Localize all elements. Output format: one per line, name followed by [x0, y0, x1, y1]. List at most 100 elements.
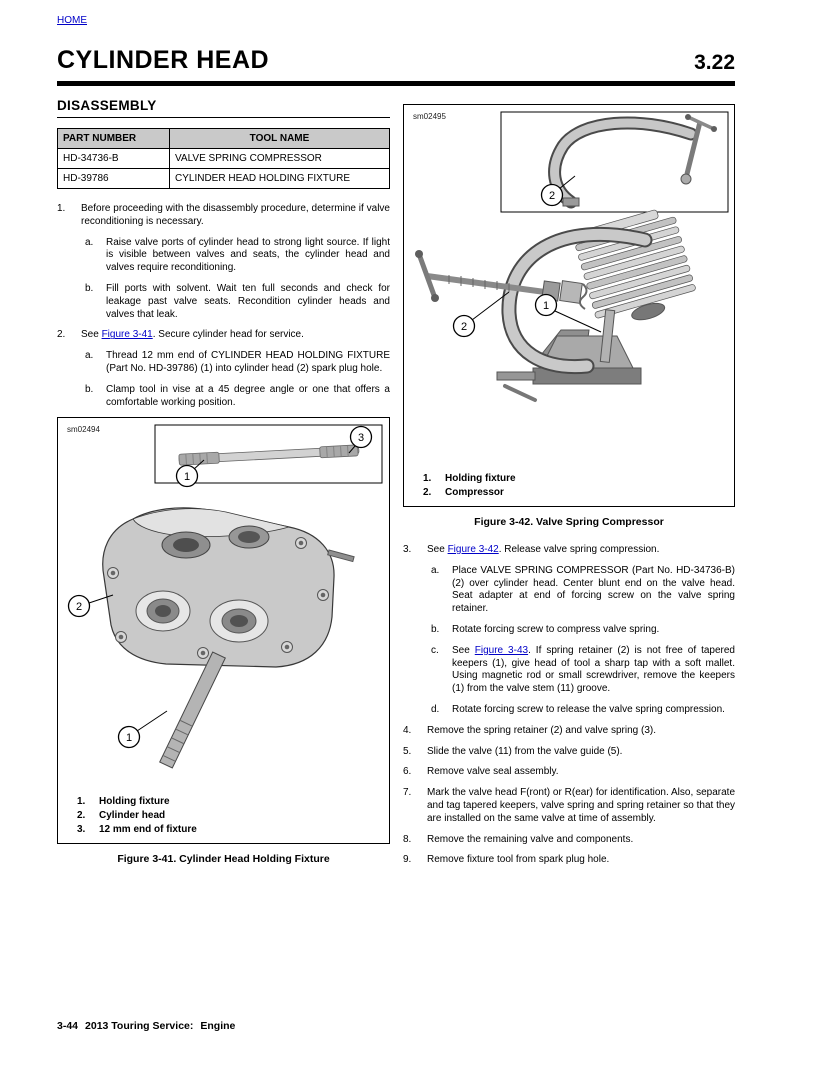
legend-label: 12 mm end of fixture — [99, 824, 197, 836]
step-text-pre: See — [81, 329, 102, 341]
list-item: b. Clamp tool in vise at a 45 degree ang… — [85, 384, 390, 410]
legend-number: 2. — [423, 487, 432, 498]
page-header: CYLINDER HEAD 3.22 — [57, 46, 735, 75]
callout-circle — [175, 465, 199, 488]
step-text: Remove the spring retainer (2) and valve… — [427, 724, 656, 736]
legend-label: Holding fixture — [99, 796, 170, 808]
list-item: b. Rotate forcing screw to compress valv… — [431, 624, 735, 637]
callout-2: 2 — [76, 601, 82, 613]
step-text: See Figure 3-43. If spring retainer (2) … — [452, 645, 735, 694]
callout-leader — [558, 175, 576, 190]
figure-3-43-link[interactable]: Figure 3-43 — [474, 644, 529, 656]
figure-3-41: sm02494 — [57, 417, 390, 845]
step-marker: 8. — [403, 833, 412, 845]
valve-spring — [579, 283, 588, 310]
figure-3-42-drawing: 2 — [415, 111, 729, 402]
callout-circle — [540, 183, 564, 207]
footer-section-name: Engine — [200, 1020, 236, 1032]
page-footer: 3-44 2013 Touring Service: Engine — [57, 1020, 242, 1032]
footer-manual-title: 2013 Touring Service: — [85, 1020, 194, 1032]
callout-1: 1 — [126, 732, 132, 744]
step-marker: a. — [85, 350, 94, 362]
figure-3-41-link[interactable]: Figure 3-41 — [101, 329, 153, 341]
step-text: Thread 12 mm end of CYLINDER HEAD HOLDIN… — [106, 350, 390, 374]
step-text: Place VALVE SPRING COMPRESSOR (Part No. … — [452, 564, 735, 615]
disassembly-heading: DISASSEMBLY — [57, 98, 390, 118]
step-text: Rotate forcing screw to compress valve s… — [452, 623, 660, 635]
callout-circle — [534, 293, 558, 317]
callout-1: 1 — [543, 300, 549, 312]
step-text-pre: See — [427, 544, 448, 555]
callout-2: 2 — [461, 321, 467, 333]
figure-3-42-link[interactable]: Figure 3-42 — [447, 544, 499, 555]
step-marker: a. — [431, 564, 440, 576]
list-item: 3. See Figure 3-42. Release valve spring… — [403, 544, 735, 557]
legend-label: Cylinder head — [99, 810, 166, 822]
figure-3-41-caption: Figure 3-41. Cylinder Head Holding Fixtu… — [117, 853, 330, 866]
step-text: Clamp tool in vise at a 45 degree angle … — [106, 383, 390, 408]
figure-3-41-drawing: 3 1 — [67, 424, 383, 770]
list-item: 2. See Figure 3-41. Secure cylinder head… — [57, 329, 390, 342]
step-marker: 2. — [57, 329, 66, 341]
step-text: Mark the valve head F(ront) or R(ear) fo… — [427, 787, 735, 824]
table-row: HD-39786 CYLINDER HEAD HOLDING FIXTURE — [57, 168, 390, 189]
figure-3-42-caption: Figure 3-42. Valve Spring Compressor — [474, 516, 664, 528]
legend-label: Holding fixture — [445, 473, 516, 484]
footer-page-number: 3-44 — [57, 1020, 79, 1032]
step-marker: 3. — [403, 544, 412, 555]
page-title: CYLINDER HEAD — [57, 46, 270, 74]
legend-item: 3. 12 mm end of fixture — [77, 824, 384, 835]
step-marker: b. — [431, 623, 440, 635]
callout-circle — [117, 726, 141, 749]
stud — [327, 549, 355, 563]
part-number-cell: HD-34736-B — [57, 148, 170, 169]
step-text: Fill ports with solvent. Wait ten full s… — [106, 282, 390, 320]
table-header-part-number: PART NUMBER — [57, 128, 170, 149]
step-text-pre: See — [452, 644, 475, 656]
list-item: b. Fill ports with solvent. Wait ten ful… — [85, 283, 390, 321]
legend-item: 2. Compressor — [423, 487, 729, 498]
legend-number: 1. — [77, 796, 86, 808]
table-row: HD-34736-B VALVE SPRING COMPRESSOR — [57, 148, 390, 169]
callout-leader — [136, 710, 168, 732]
step-marker: 9. — [403, 854, 412, 866]
legend-number: 3. — [77, 824, 86, 836]
main-illustration — [415, 209, 696, 402]
manual-page: HOME CYLINDER HEAD 3.22 DISASSEMBLY PART… — [57, 10, 735, 881]
home-link[interactable]: HOME — [57, 15, 87, 26]
list-item: d. Rotate forcing screw to release the v… — [431, 704, 735, 717]
step-marker: 6. — [403, 766, 412, 778]
step-marker: d. — [431, 703, 440, 715]
legend-item: 2. Cylinder head — [77, 810, 384, 821]
list-item: a. Place VALVE SPRING COMPRESSOR (Part N… — [431, 565, 735, 616]
step-text: Before proceeding with the disassembly p… — [81, 203, 390, 227]
legend-item: 1. Holding fixture — [423, 473, 729, 484]
step-text: Slide the valve (11) from the valve guid… — [427, 745, 623, 757]
step-text: Remove fixture tool from spark plug hole… — [427, 854, 610, 866]
step-marker: 4. — [403, 724, 412, 736]
list-item: 8. Remove the remaining valve and compon… — [403, 834, 735, 847]
right-column: sm02495 2 — [403, 98, 735, 881]
figure-3-42: sm02495 2 — [403, 104, 735, 507]
step-marker: 7. — [403, 787, 412, 799]
title-rule — [57, 81, 735, 86]
callout-2: 2 — [549, 190, 555, 202]
finned-cylinder-head — [575, 209, 696, 321]
step-text: See Figure 3-41. Secure cylinder head fo… — [81, 329, 304, 340]
table-header-row: PART NUMBER TOOL NAME — [57, 128, 390, 149]
list-item: 5. Slide the valve (11) from the valve g… — [403, 746, 735, 759]
holding-fixture-tool-icon — [178, 444, 360, 466]
list-item: a. Thread 12 mm end of CYLINDER HEAD HOL… — [85, 350, 390, 376]
step-marker: a. — [85, 236, 94, 248]
step-marker: 5. — [403, 745, 412, 757]
legend-number: 1. — [423, 473, 432, 484]
callout-leader — [88, 594, 114, 604]
compressor-tool-icon — [548, 114, 717, 209]
callout-1: 1 — [184, 471, 190, 483]
step-text: Rotate forcing screw to release the valv… — [452, 703, 725, 715]
section-number: 3.22 — [694, 51, 735, 74]
list-item: 7. Mark the valve head F(ront) or R(ear)… — [403, 787, 735, 825]
step-text-post: . If spring retainer (2) is not free of … — [452, 644, 735, 695]
step-text: Raise valve ports of cylinder head to st… — [106, 236, 390, 274]
step-marker: b. — [85, 383, 94, 395]
